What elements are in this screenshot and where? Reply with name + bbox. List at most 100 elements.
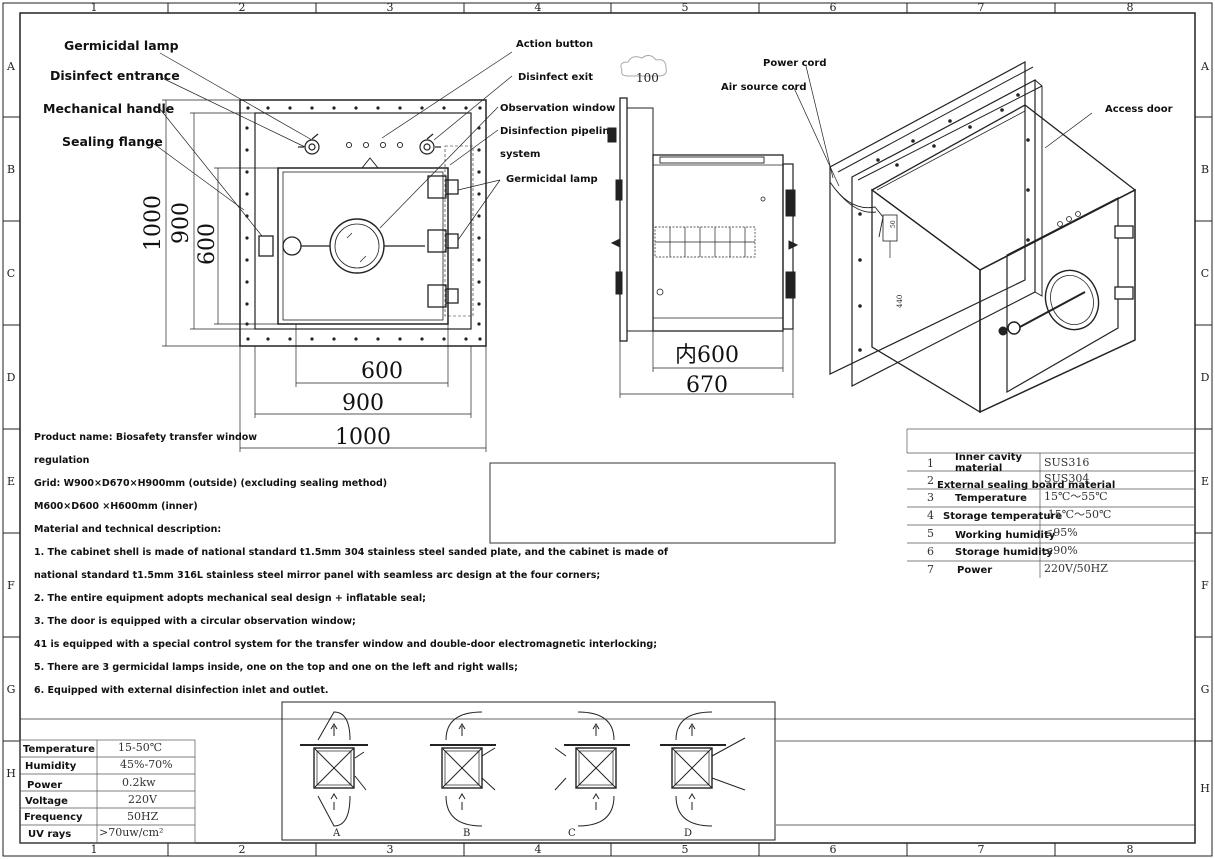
sealing-flange-outline [239, 99, 487, 347]
layout-b [430, 711, 496, 827]
grid-row-labels: A B C D E F G H A B C D E F G H [6, 60, 1210, 795]
layout-d [660, 711, 746, 827]
action-buttons [345, 141, 404, 149]
iso-side-dim: 440 [896, 295, 904, 308]
dim-inner-600: 内600 [675, 343, 739, 368]
grid-row-c: C [7, 267, 15, 280]
svg-text:Humidity: Humidity [25, 761, 77, 772]
grid-row-a-right: A [1200, 60, 1210, 73]
box-side [871, 188, 981, 414]
grid-row-b: B [7, 163, 15, 176]
spec-row-7: 7 Power 220V/50HZ [927, 562, 1108, 576]
grid-col-8: 8 [1127, 1, 1134, 14]
grid-col-6-bottom: 6 [830, 843, 837, 856]
layout-label-b: B [463, 828, 470, 839]
label-mechanical-handle: Mechanical handle [43, 101, 174, 116]
svg-text:15℃～55℃: 15℃～55℃ [1044, 490, 1108, 503]
installation-layouts [281, 701, 776, 841]
iso-callout-leaders [793, 65, 1093, 187]
label-action-button: Action button [516, 39, 593, 50]
param-row-power: Power 0.2kw [27, 776, 156, 791]
svg-text:3: 3 [927, 491, 934, 504]
param-table-cells: Temperature 15-50℃ Humidity 45%-70% Powe… [23, 741, 173, 840]
box-front [979, 188, 1136, 414]
layout-label-a: A [332, 828, 341, 839]
grid-col-3: 3 [387, 1, 394, 14]
box-top [870, 104, 1137, 271]
grid-row-b-right: B [1201, 163, 1209, 176]
desc-line-grid-inner: M600×D600 ×H600mm (inner) [34, 501, 198, 512]
grid-col-4: 4 [535, 1, 542, 14]
spec-row-3: 3 Temperature 15℃～55℃ [927, 490, 1108, 504]
label-disinfection-system: system [500, 149, 540, 160]
label-power-cord: Power cord [763, 58, 827, 69]
dim-outer-670: 670 [686, 373, 728, 398]
grid-col-3-bottom: 3 [387, 843, 394, 856]
svg-text:5: 5 [927, 527, 934, 540]
layout-a [300, 711, 368, 827]
svg-text:4: 4 [927, 509, 934, 522]
svg-text:Working humidity: Working humidity [955, 530, 1056, 541]
svg-text:material: material [955, 463, 1002, 474]
front-view-labels: Germicidal lamp Disinfect entrance Mecha… [43, 38, 616, 450]
layout-c [554, 711, 630, 827]
svg-text:Storage temperature: Storage temperature [943, 511, 1062, 522]
label-sealing-flange: Sealing flange [62, 134, 163, 149]
svg-text:SUS316: SUS316 [1044, 456, 1089, 469]
grid-row-h-right: H [1200, 782, 1210, 795]
front-view [149, 51, 513, 452]
dim-width-600: 600 [361, 359, 403, 384]
svg-text:UV rays: UV rays [28, 829, 71, 840]
spec-row-4: 4 Storage temperature -15℃～50℃ [927, 508, 1111, 522]
svg-text:1: 1 [927, 457, 934, 470]
label-disinfection-pipeline: Disinfection pipeline [500, 126, 616, 137]
svg-text:SUS304: SUS304 [1044, 472, 1089, 485]
grid-column-labels: 1 2 3 4 5 6 7 8 1 2 3 4 5 6 7 8 [91, 1, 1134, 856]
grid-col-2: 2 [239, 1, 246, 14]
desc-line-5: 5. There are 3 germicidal lamps inside, … [34, 662, 518, 673]
svg-text:2: 2 [927, 474, 934, 487]
svg-text:Frequency: Frequency [24, 812, 83, 823]
label-germicidal-lamp: Germicidal lamp [64, 38, 179, 53]
grid-col-8-bottom: 8 [1127, 843, 1134, 856]
desc-line-2: 2. The entire equipment adopts mechanica… [34, 593, 426, 604]
desc-line-4: 41 is equipped with a special control sy… [34, 639, 658, 650]
grid-row-g: G [7, 683, 16, 696]
spec-table-cells: 1 Inner cavity material SUS316 2 Externa… [927, 452, 1115, 576]
svg-text:50HZ: 50HZ [127, 810, 159, 823]
grid-row-c-right: C [1201, 267, 1209, 280]
side-view [607, 54, 799, 398]
svg-text:15-50℃: 15-50℃ [118, 741, 162, 754]
label-disinfect-exit: Disinfect exit [518, 72, 593, 83]
svg-text:Temperature: Temperature [23, 744, 95, 755]
disinfect-fittings [298, 133, 441, 155]
svg-text:45%-70%: 45%-70% [120, 758, 173, 771]
svg-text:External sealing board materia: External sealing board material [937, 480, 1115, 491]
svg-text:>70uw/cm²: >70uw/cm² [99, 826, 163, 839]
door-hinges [427, 175, 459, 308]
label-observation-window: Observation window [500, 103, 615, 114]
power-cord-line [829, 181, 884, 238]
grid-col-6: 6 [830, 1, 837, 14]
side-view-labels: 100 内600 670 [636, 71, 739, 398]
dim-height-1000: 1000 [141, 195, 166, 251]
iso-bracket-label: 50 [890, 220, 897, 228]
svg-text:Storage humidity: Storage humidity [955, 547, 1053, 558]
grid-col-1: 1 [91, 1, 98, 14]
spec-row-5: 5 Working humidity ≤95% [927, 526, 1078, 541]
desc-line-6: 6. Equipped with external disinfection i… [34, 685, 329, 696]
grid-col-7: 7 [978, 1, 985, 14]
spec-table [906, 428, 1195, 578]
front-dimension-lines [162, 99, 487, 452]
svg-text:-15℃～50℃: -15℃～50℃ [1044, 508, 1111, 521]
desc-line-material-heading: Material and technical description: [34, 524, 222, 535]
label-air-source-cord: Air source cord [721, 82, 807, 93]
svg-text:Voltage: Voltage [25, 796, 68, 807]
dim-width-1000: 1000 [335, 425, 391, 450]
spec-row-1: 1 Inner cavity material SUS316 [927, 452, 1089, 474]
blank-box [489, 462, 836, 544]
side-top-label: 100 [636, 71, 659, 85]
